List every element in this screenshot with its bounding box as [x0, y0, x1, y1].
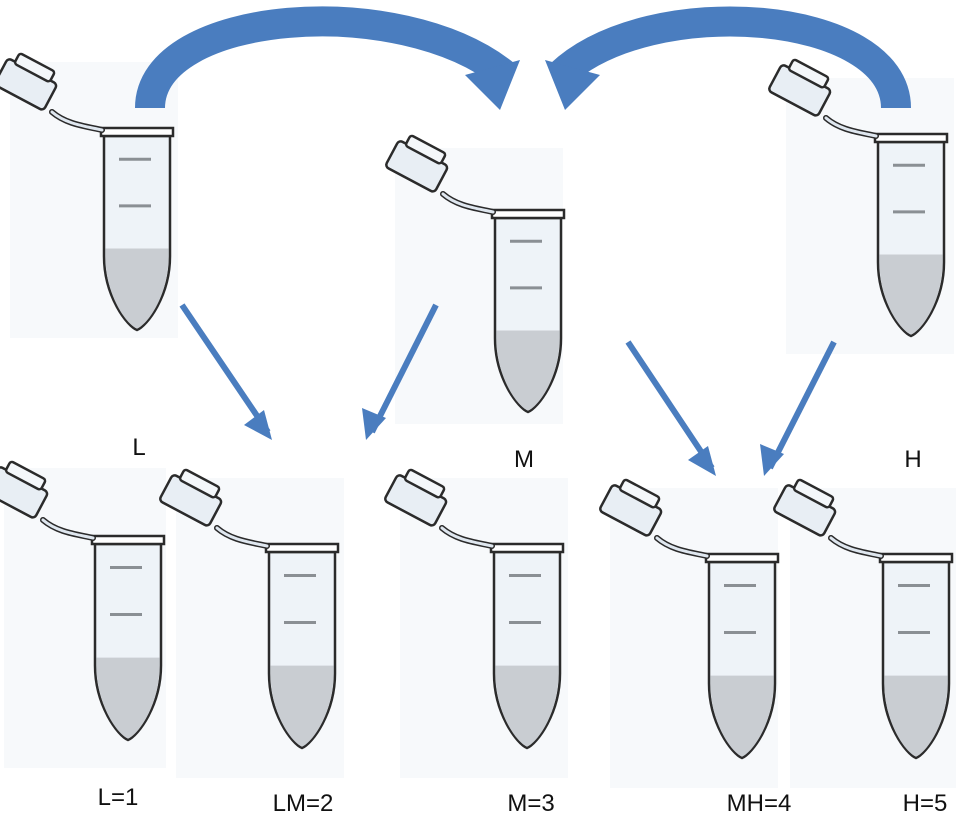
- arrow-h-to-mh: [767, 340, 837, 470]
- curved-arrow-right: [545, 6, 911, 110]
- tube-bottom-lm2: [159, 468, 340, 750]
- top-label-m: M: [514, 446, 534, 473]
- arrow-l-to-lm: [179, 303, 271, 434]
- bottom-label-m3: M=3: [507, 790, 555, 817]
- arrow-m-to-mh: [625, 340, 715, 470]
- tube-bottom-h5: [773, 478, 954, 760]
- curved-arrow-left: [135, 6, 520, 110]
- tube-bottom-mh4: [599, 478, 780, 760]
- bottom-label-lm2: LM=2: [272, 790, 334, 817]
- bottom-label-mh4: MH=4: [726, 790, 792, 817]
- bottom-label-l1: L=1: [97, 784, 139, 811]
- straight-arrows: [179, 303, 837, 476]
- top-label-h: H: [904, 446, 922, 473]
- top-label-l: L: [132, 434, 146, 461]
- tube-top-h: [768, 58, 949, 338]
- tube-bottom-l1: [0, 460, 166, 742]
- tube-bottom-m3: [384, 468, 565, 750]
- arrow-m-to-lm: [369, 303, 439, 434]
- tube-top-m: [385, 134, 566, 414]
- tube-top-l: [0, 52, 175, 332]
- bottom-label-h5: H=5: [902, 790, 948, 817]
